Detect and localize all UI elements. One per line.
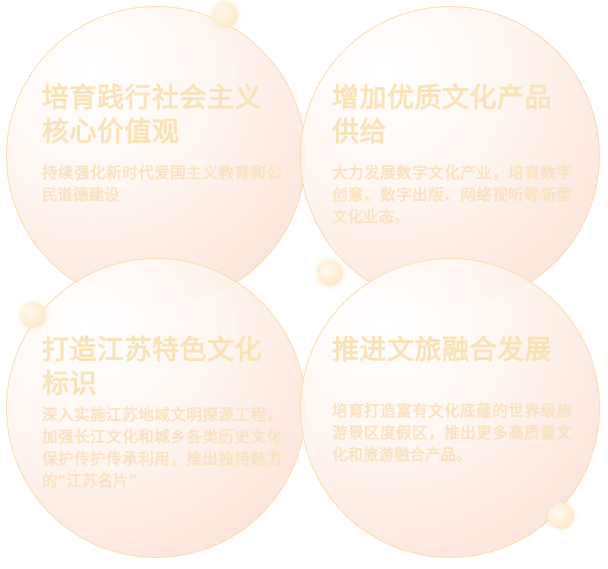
card-description: 持续强化新时代爱国主义教育和公民道德建设 xyxy=(42,163,282,204)
decorative-orb-4 xyxy=(548,503,574,529)
card-jiangsu-identity: 打造江苏特色文化标识 深入实施江苏地域文明探源工程，加强长江文化和城乡各类历史文… xyxy=(42,334,282,492)
card-description: 培育打造富有文化底蕴的世界级旅游景区度假区，推出更多高质量文化和旅游融合产品。 xyxy=(332,401,572,464)
card-title: 培育践行社会主义核心价值观 xyxy=(42,83,262,148)
circle-background-3 xyxy=(6,258,306,558)
decorative-orb-2 xyxy=(317,260,343,286)
circle-background-2 xyxy=(300,6,600,306)
circle-background-1 xyxy=(6,6,306,306)
card-culture-tourism: 推进文旅融合发展 培育打造富有文化底蕴的世界级旅游景区度假区，推出更多高质量文化… xyxy=(332,334,572,466)
card-title: 增加优质文化产品供给 xyxy=(332,83,552,148)
card-cultural-products: 增加优质文化产品供给 大力发展数字文化产业，培育数字创意、数字出版、网络视听等新… xyxy=(332,82,572,228)
card-title: 打造江苏特色文化标识 xyxy=(42,335,262,400)
card-description: 深入实施江苏地域文明探源工程，加强长江文化和城乡各类历史文化保护传护传承利用，推… xyxy=(42,405,282,490)
card-description: 大力发展数字文化产业，培育数字创意、数字出版、网络视听等新型文化业态。 xyxy=(332,163,572,226)
decorative-orb-1 xyxy=(212,2,238,28)
card-core-values: 培育践行社会主义核心价值观 持续强化新时代爱国主义教育和公民道德建设 xyxy=(42,82,282,206)
card-title: 推进文旅融合发展 xyxy=(332,335,552,366)
decorative-orb-3 xyxy=(20,302,46,328)
